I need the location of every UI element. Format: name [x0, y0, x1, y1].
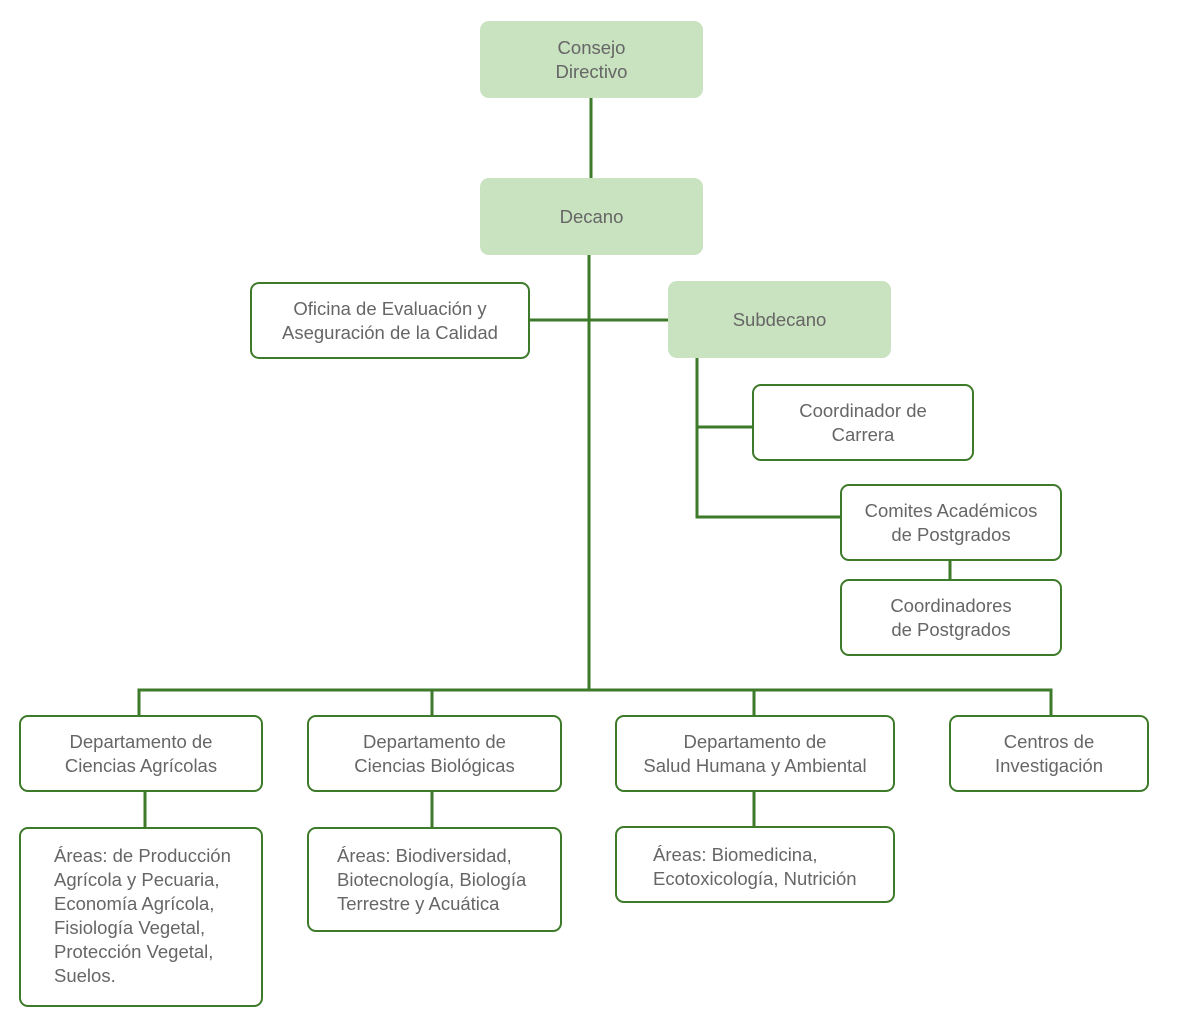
- node-dept-ciencias-biologicas: Departamento de Ciencias Biológicas: [307, 715, 562, 792]
- node-label: Coordinadores de Postgrados: [890, 594, 1012, 640]
- node-areas-salud: Áreas: Biomedicina, Ecotoxicología, Nutr…: [615, 826, 895, 903]
- node-label: Departamento de Ciencias Biológicas: [354, 730, 515, 776]
- node-coordinador-carrera: Coordinador de Carrera: [752, 384, 974, 461]
- node-subdecano: Subdecano: [668, 281, 891, 358]
- node-areas-agricolas: Áreas: de Producción Agrícola y Pecuaria…: [19, 827, 263, 1007]
- node-areas-biologicas: Áreas: Biodiversidad, Biotecnología, Bio…: [307, 827, 562, 932]
- node-label: Coordinador de Carrera: [799, 399, 927, 445]
- node-label: Áreas: Biodiversidad, Biotecnología, Bio…: [337, 845, 527, 914]
- node-label: Comites Académicos de Postgrados: [864, 499, 1038, 545]
- node-dept-salud-humana: Departamento de Salud Humana y Ambiental: [615, 715, 895, 792]
- node-label: Departamento de Salud Humana y Ambiental: [643, 730, 867, 776]
- node-decano: Decano: [480, 178, 703, 255]
- node-dept-ciencias-agricolas: Departamento de Ciencias Agrícolas: [19, 715, 263, 792]
- node-label: Consejo Directivo: [555, 36, 628, 82]
- node-label: Áreas: Biomedicina, Ecotoxicología, Nutr…: [653, 844, 857, 889]
- node-label: Departamento de Ciencias Agrícolas: [64, 730, 218, 776]
- node-coordinadores-postgrados: Coordinadores de Postgrados: [840, 579, 1062, 656]
- node-comites-academicos: Comites Académicos de Postgrados: [840, 484, 1062, 561]
- node-oficina-evaluacion: Oficina de Evaluación y Aseguración de l…: [250, 282, 530, 359]
- node-centros-investigacion: Centros de Investigación: [949, 715, 1149, 792]
- node-label: Subdecano: [732, 308, 827, 330]
- node-label: Oficina de Evaluación y Aseguración de l…: [282, 297, 498, 343]
- node-label: Centros de Investigación: [995, 730, 1103, 776]
- node-label: Áreas: de Producción Agrícola y Pecuaria…: [54, 845, 231, 986]
- node-label: Decano: [559, 205, 624, 227]
- node-consejo-directivo: Consejo Directivo: [480, 21, 703, 98]
